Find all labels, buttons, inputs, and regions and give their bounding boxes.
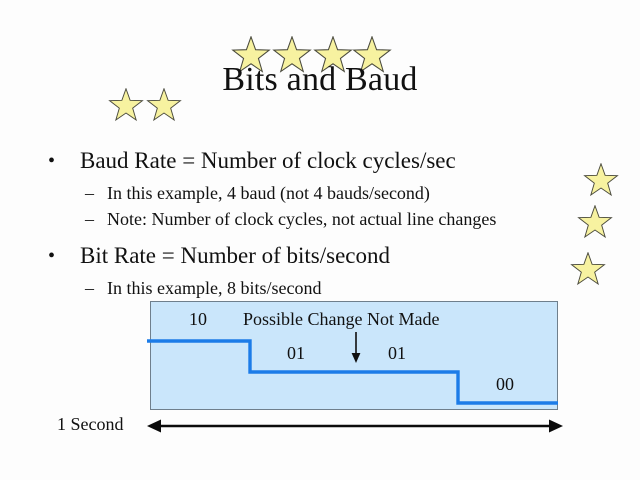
sub-bullet-baud-example: – In this example, 4 baud (not 4 bauds/s… xyxy=(85,183,430,204)
star-top-row-2-icon xyxy=(272,36,312,76)
dash-marker-icon: – xyxy=(85,209,94,229)
star-top-left-1-icon xyxy=(108,88,144,124)
bullet-baud-rate-label: Baud Rate = Number of clock cycles/sec xyxy=(80,148,456,173)
diagram-caption: Possible Change Not Made xyxy=(243,309,440,329)
bullet-bit-rate: • Bit Rate = Number of bits/second xyxy=(48,243,390,269)
star-top-left-2-icon xyxy=(146,88,182,124)
sub-bullet-baud-note-label: Note: Number of clock cycles, not actual… xyxy=(107,209,497,229)
dash-marker-icon: – xyxy=(85,278,94,298)
one-second-arrow-icon xyxy=(147,419,563,433)
symbol-label-10: 10 xyxy=(189,309,207,329)
star-right-1-icon xyxy=(583,163,619,199)
bullet-bit-rate-label: Bit Rate = Number of bits/second xyxy=(80,243,391,268)
sub-bullet-bit-example: – In this example, 8 bits/second xyxy=(85,278,321,299)
sub-bullet-bit-example-label: In this example, 8 bits/second xyxy=(107,278,322,298)
star-top-row-3-icon xyxy=(313,36,353,76)
star-top-row-1-icon xyxy=(231,36,271,76)
dash-marker-icon: – xyxy=(85,183,94,203)
star-right-2-icon xyxy=(577,205,613,241)
page-title: Bits and Baud xyxy=(222,61,418,98)
sub-bullet-baud-example-label: In this example, 4 baud (not 4 bauds/sec… xyxy=(107,183,430,203)
sub-bullet-baud-note: – Note: Number of clock cycles, not actu… xyxy=(85,209,496,230)
possible-change-arrow-icon xyxy=(351,332,361,363)
symbol-label-01-second: 01 xyxy=(388,343,406,363)
symbol-label-00: 00 xyxy=(496,374,514,394)
star-top-row-4-icon xyxy=(352,36,392,76)
bullet-baud-rate: • Baud Rate = Number of clock cycles/sec xyxy=(48,148,456,174)
one-second-label: 1 Second xyxy=(57,414,124,434)
symbol-label-01-first: 01 xyxy=(287,343,305,363)
star-right-3-icon xyxy=(570,252,606,288)
bullet-marker-icon: • xyxy=(48,245,56,267)
bullet-marker-icon: • xyxy=(48,150,56,172)
